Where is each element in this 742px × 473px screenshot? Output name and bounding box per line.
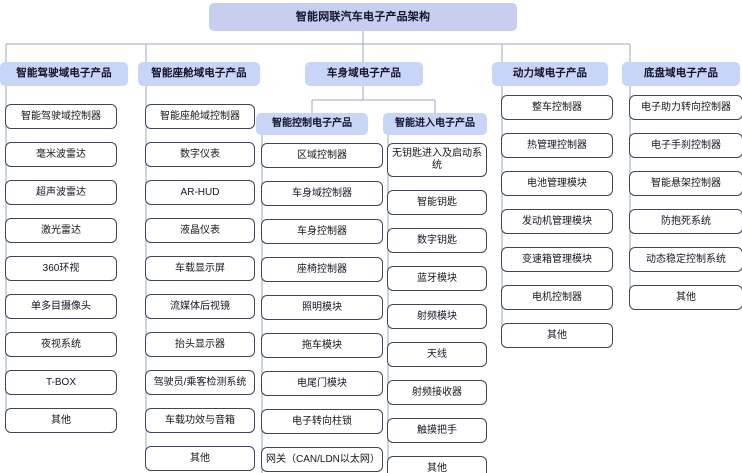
leaf-body-access-射频接收器[interactable]: 射频接收器 bbox=[387, 380, 487, 405]
domain-header-powertrain[interactable]: 动力域电子产品 bbox=[492, 62, 608, 86]
leaf-adas-单多目摄像头[interactable]: 单多目摄像头 bbox=[5, 294, 117, 319]
domain-header-body[interactable]: 车身域电子产品 bbox=[305, 62, 423, 86]
leaf-cockpit-ar-hud[interactable]: AR-HUD bbox=[145, 180, 255, 205]
leaf-body-control-座椅控制器[interactable]: 座椅控制器 bbox=[261, 257, 383, 282]
leaf-cockpit-数字仪表[interactable]: 数字仪表 bbox=[145, 142, 255, 167]
leaf-body-access-无钥匙进入及启动系统[interactable]: 无钥匙进入及启动系统 bbox=[387, 143, 487, 177]
leaf-body-access-智能钥匙[interactable]: 智能钥匙 bbox=[387, 190, 487, 215]
leaf-powertrain-电机控制器[interactable]: 电机控制器 bbox=[501, 285, 613, 310]
leaf-cockpit-驾驶员-乘客检测系统[interactable]: 驾驶员/乘客检测系统 bbox=[145, 370, 255, 395]
leaf-powertrain-整车控制器[interactable]: 整车控制器 bbox=[501, 95, 613, 120]
leaf-powertrain-发动机管理模块[interactable]: 发动机管理模块 bbox=[501, 209, 613, 234]
leaf-body-access-触摸把手[interactable]: 触摸把手 bbox=[387, 418, 487, 443]
leaf-chassis-智能悬架控制器[interactable]: 智能悬架控制器 bbox=[629, 171, 742, 196]
leaf-powertrain-其他[interactable]: 其他 bbox=[501, 323, 613, 348]
leaf-cockpit-流媒体后视镜[interactable]: 流媒体后视镜 bbox=[145, 294, 255, 319]
leaf-body-control-拖车模块[interactable]: 拖车模块 bbox=[261, 333, 383, 358]
leaf-chassis-防抱死系统[interactable]: 防抱死系统 bbox=[629, 209, 742, 234]
leaf-adas-t-box[interactable]: T-BOX bbox=[5, 370, 117, 395]
leaf-adas-智能驾驶域控制器[interactable]: 智能驾驶域控制器 bbox=[5, 104, 117, 129]
subdomain-header-body-access[interactable]: 智能进入电子产品 bbox=[383, 113, 487, 135]
leaf-cockpit-车载功效与音箱[interactable]: 车载功效与音箱 bbox=[145, 408, 255, 433]
leaf-cockpit-车载显示屏[interactable]: 车载显示屏 bbox=[145, 256, 255, 281]
leaf-body-access-天线[interactable]: 天线 bbox=[387, 342, 487, 367]
leaf-powertrain-电池管理模块[interactable]: 电池管理模块 bbox=[501, 171, 613, 196]
domain-header-adas[interactable]: 智能驾驶域电子产品 bbox=[0, 62, 128, 86]
leaf-cockpit-抬头显示器[interactable]: 抬头显示器 bbox=[145, 332, 255, 357]
leaf-body-control-照明模块[interactable]: 照明模块 bbox=[261, 295, 383, 320]
leaf-body-control-车身控制器[interactable]: 车身控制器 bbox=[261, 219, 383, 244]
leaf-adas-其他[interactable]: 其他 bbox=[5, 408, 117, 433]
leaf-adas-毫米波雷达[interactable]: 毫米波雷达 bbox=[5, 142, 117, 167]
leaf-adas-激光雷达[interactable]: 激光雷达 bbox=[5, 218, 117, 243]
leaf-body-access-数字钥匙[interactable]: 数字钥匙 bbox=[387, 228, 487, 253]
leaf-chassis-电子助力转向控制器[interactable]: 电子助力转向控制器 bbox=[629, 95, 742, 120]
leaf-adas-超声波雷达[interactable]: 超声波雷达 bbox=[5, 180, 117, 205]
leaf-body-access-其他[interactable]: 其他 bbox=[387, 456, 487, 473]
domain-header-chassis[interactable]: 底盘域电子产品 bbox=[622, 62, 740, 86]
leaf-body-control-车身域控制器[interactable]: 车身域控制器 bbox=[261, 181, 383, 206]
leaf-body-access-蓝牙模块[interactable]: 蓝牙模块 bbox=[387, 266, 487, 291]
subdomain-header-body-control[interactable]: 智能控制电子产品 bbox=[256, 113, 368, 135]
leaf-cockpit-智能座舱域控制器[interactable]: 智能座舱域控制器 bbox=[145, 104, 255, 129]
leaf-chassis-其他[interactable]: 其他 bbox=[629, 285, 742, 310]
leaf-adas-夜视系统[interactable]: 夜视系统 bbox=[5, 332, 117, 357]
root-node: 智能网联汽车电子产品架构 bbox=[209, 3, 517, 31]
domain-header-cockpit[interactable]: 智能座舱域电子产品 bbox=[138, 62, 260, 86]
leaf-chassis-电子手刹控制器[interactable]: 电子手刹控制器 bbox=[629, 133, 742, 158]
leaf-powertrain-变速箱管理模块[interactable]: 变速箱管理模块 bbox=[501, 247, 613, 272]
leaf-chassis-动态稳定控制系统[interactable]: 动态稳定控制系统 bbox=[629, 247, 742, 272]
leaf-adas-360环视[interactable]: 360环视 bbox=[5, 256, 117, 281]
leaf-body-control-电子转向柱锁[interactable]: 电子转向柱锁 bbox=[261, 409, 383, 434]
leaf-cockpit-其他[interactable]: 其他 bbox=[145, 446, 255, 471]
leaf-body-control-区域控制器[interactable]: 区域控制器 bbox=[261, 143, 383, 168]
leaf-powertrain-热管理控制器[interactable]: 热管理控制器 bbox=[501, 133, 613, 158]
leaf-body-access-射频模块[interactable]: 射频模块 bbox=[387, 304, 487, 329]
leaf-body-control-网关-can-ldn以太网[interactable]: 网关（CAN/LDN以太网） bbox=[261, 447, 383, 472]
leaf-body-control-电尾门模块[interactable]: 电尾门模块 bbox=[261, 371, 383, 396]
leaf-cockpit-液晶仪表[interactable]: 液晶仪表 bbox=[145, 218, 255, 243]
